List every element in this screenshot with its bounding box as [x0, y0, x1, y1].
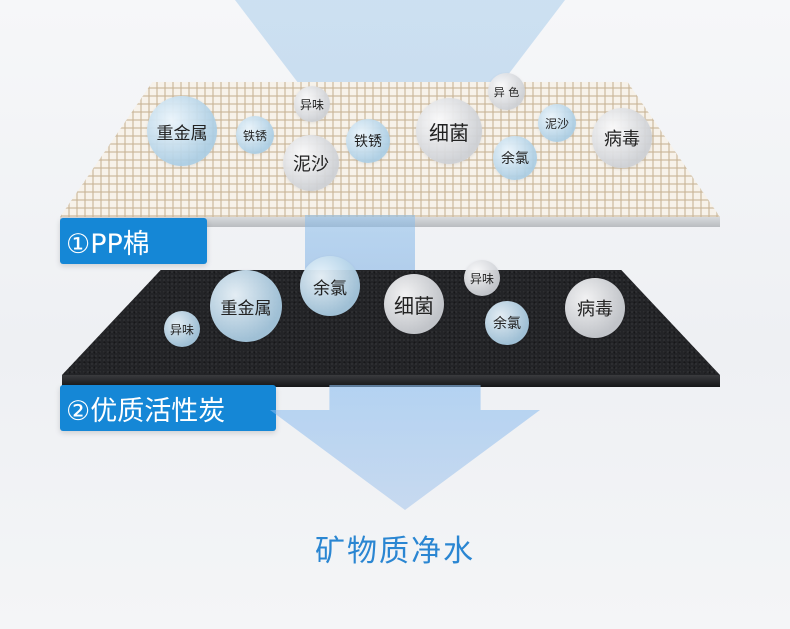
- impurity-bubble: 铁锈: [236, 116, 274, 154]
- impurity-bubble: 异味: [294, 86, 330, 122]
- impurity-bubble: 重金属: [147, 96, 217, 166]
- impurity-bubble: 异 色: [488, 73, 525, 110]
- impurity-bubble: 病毒: [565, 278, 625, 338]
- impurity-bubble: 余氯: [493, 136, 537, 180]
- impurity-bubble: 泥沙: [538, 104, 576, 142]
- impurity-bubble: 余氯: [485, 301, 529, 345]
- activated-carbon-layer-edge: [62, 375, 720, 387]
- result-label: 矿物质净水: [315, 534, 475, 569]
- impurity-bubble: 异味: [164, 311, 200, 347]
- impurity-bubble: 铁锈: [346, 119, 390, 163]
- impurity-bubble: 病毒: [592, 108, 652, 168]
- impurity-bubble: 重金属: [210, 270, 282, 342]
- impurity-bubble: 细菌: [384, 274, 444, 334]
- impurity-bubble: 细菌: [416, 98, 482, 164]
- pp-cotton-label: ①PP棉: [60, 218, 207, 264]
- impurity-bubble: 异味: [464, 260, 500, 296]
- impurity-bubble: 余氯: [300, 256, 360, 316]
- activated-carbon-label: ②优质活性炭: [60, 385, 276, 431]
- impurity-bubble: 泥沙: [283, 135, 339, 191]
- down-arrow-icon: [270, 385, 540, 510]
